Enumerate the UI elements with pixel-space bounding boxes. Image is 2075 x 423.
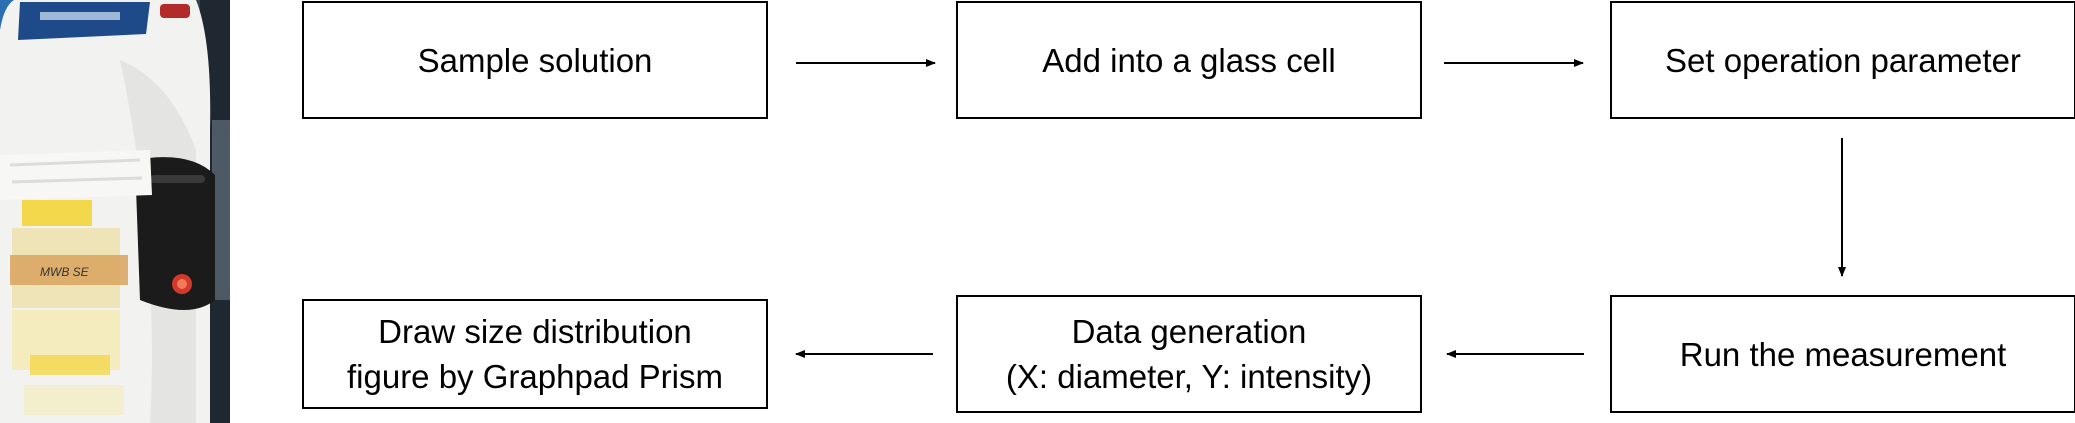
step-set-operation-parameter: Set operation parameter [1610,1,2075,119]
step-sample-solution: Sample solution [302,1,768,119]
step-run-measurement: Run the measurement [1610,295,2075,413]
step-data-generation: Data generation (X: diameter, Y: intensi… [956,295,1422,413]
instrument-illustration: MWB SE [0,0,230,423]
step-add-into-glass-cell: Add into a glass cell [956,1,1422,119]
step-draw-size-distribution: Draw size distribution figure by Graphpa… [302,299,768,409]
sticker-handwriting: MWB SE [40,265,90,279]
instrument-photo: MWB SE [0,0,230,423]
